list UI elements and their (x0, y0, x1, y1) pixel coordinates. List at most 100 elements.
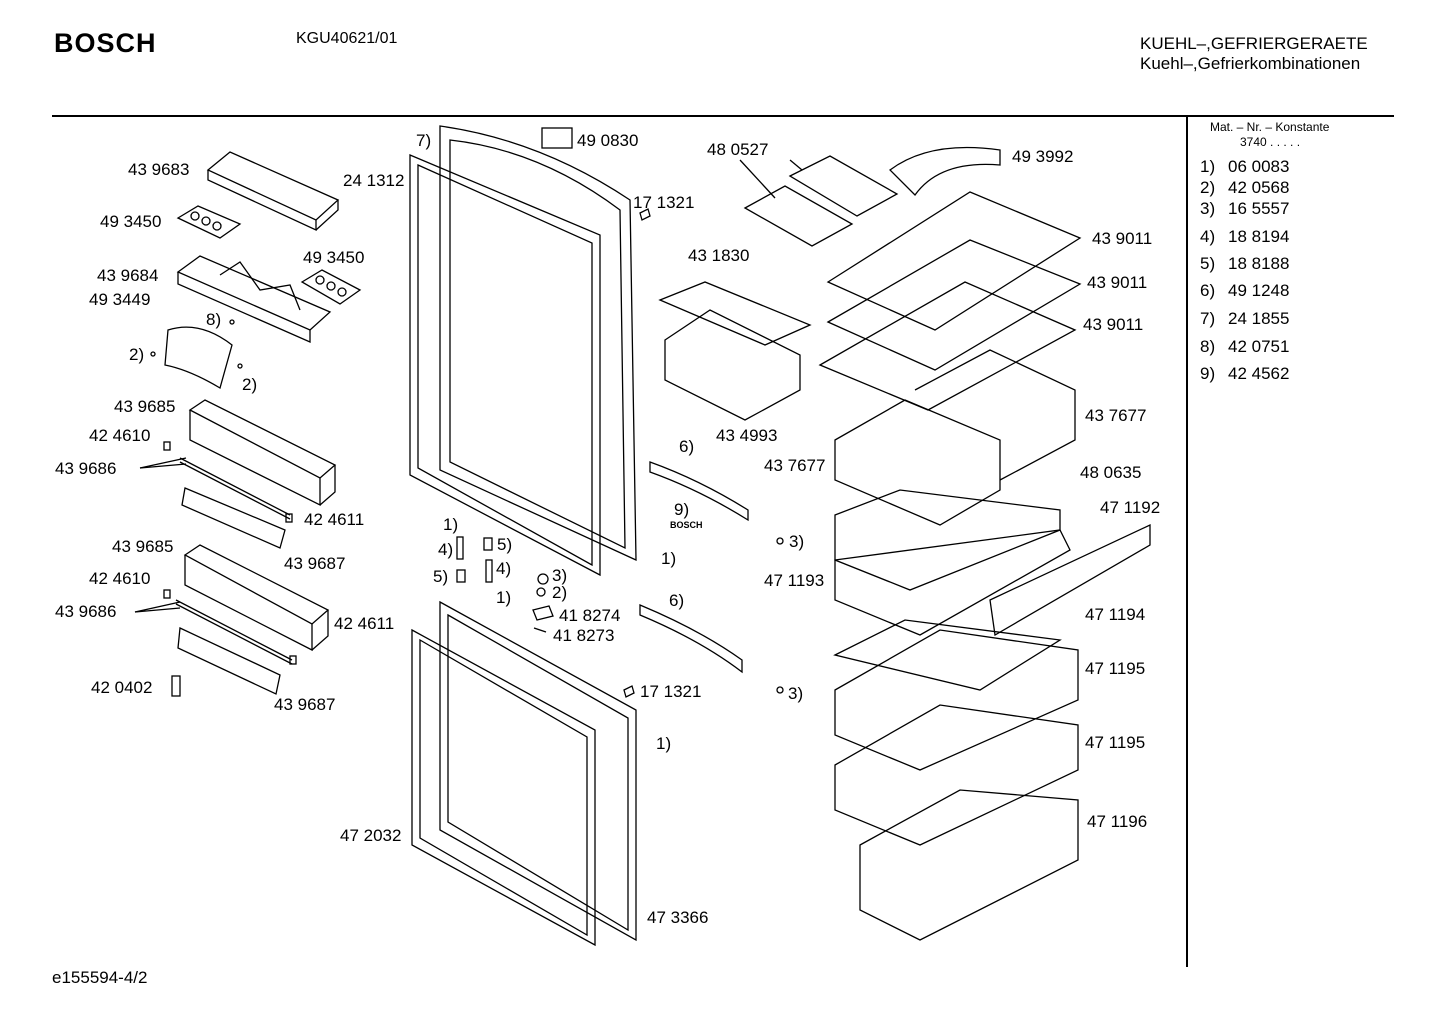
label-171321a: 17 1321 (633, 193, 695, 212)
category-title: KUEHL–,GEFRIERGERAETE (1140, 34, 1368, 53)
basket-471193[interactable] (834, 529, 1071, 636)
tray-471194[interactable] (833, 619, 1062, 691)
label-493449: 49 3449 (89, 290, 151, 309)
constants-value: 3740 . . . . . (1240, 135, 1301, 149)
glass-shelf-439011a[interactable] (826, 191, 1082, 331)
freezer-drawer-471195b[interactable] (834, 704, 1079, 846)
constant-number: 16 5557 (1228, 199, 1290, 218)
label-424610b: 42 4610 (89, 569, 151, 588)
freezer-drawer-471195a[interactable] (834, 629, 1079, 771)
constant-row: 8) 42 0751 (1200, 337, 1289, 357)
constant-number: 24 1855 (1228, 309, 1290, 328)
constant-row: 2) 42 0568 (1200, 178, 1289, 198)
constant-row: 4)18 8194 (1200, 227, 1289, 247)
ref-3a: 3) (552, 566, 568, 585)
fridge-door[interactable] (439, 125, 637, 562)
constant-number: 42 0751 (1228, 337, 1290, 356)
constant-ref: 1) (1200, 157, 1216, 176)
egg-tray-493450b[interactable] (300, 269, 362, 305)
label-473366: 47 3366 (647, 908, 709, 927)
crisper-434993[interactable] (664, 309, 801, 421)
ref-2a: 2) (129, 345, 145, 364)
brand-logo: BOSCH (54, 28, 157, 58)
freezer-drawer-471196[interactable] (859, 789, 1079, 941)
ref-3c: 3) (788, 684, 804, 703)
label-439685b: 43 9685 (112, 537, 174, 556)
label-418273: 41 8273 (553, 626, 615, 645)
trim-439687b[interactable] (177, 627, 281, 695)
door-shelf-439683[interactable] (206, 151, 340, 232)
label-424611b: 42 4611 (334, 614, 395, 633)
door-balcony-439685a[interactable] (188, 399, 337, 507)
label-480635: 48 0635 (1080, 463, 1142, 482)
ice-tray-480527[interactable] (743, 155, 899, 247)
ref-1c: 1) (661, 549, 677, 568)
constant-row: 6)49 1248 (1200, 281, 1289, 301)
label-439687a: 43 9687 (284, 554, 346, 573)
label-471196: 47 1196 (1087, 812, 1148, 831)
egg-tray-493450a[interactable] (176, 205, 242, 239)
label-420402: 42 0402 (91, 678, 153, 697)
part-490830[interactable] (541, 127, 573, 149)
label-471195b: 47 1195 (1085, 733, 1146, 752)
ref-7: 7) (416, 131, 432, 150)
label-424611a: 42 4611 (304, 510, 365, 529)
category-subtitle: Kuehl–,Gefrierkombinationen (1140, 54, 1361, 73)
constant-ref: 8) (1200, 337, 1216, 356)
label-439011a: 43 9011 (1092, 229, 1153, 248)
label-439011b: 43 9011 (1087, 273, 1148, 292)
freezer-door-473366[interactable] (439, 600, 637, 942)
model-number: KGU40621/01 (296, 30, 398, 47)
constant-row: 7) 24 1855 (1200, 309, 1289, 329)
label-493450a: 49 3450 (100, 212, 162, 231)
door-gasket-241312[interactable] (409, 154, 601, 577)
door-balcony-439685b[interactable] (183, 544, 330, 652)
label-431830: 43 1830 (688, 246, 750, 265)
bosch-badge: BOSCH (670, 520, 703, 530)
label-472032: 47 2032 (340, 826, 402, 845)
label-424610a: 42 4610 (89, 426, 151, 445)
cover-471192[interactable] (989, 523, 1151, 637)
label-490830: 49 0830 (577, 131, 639, 150)
label-439686b: 43 9686 (55, 602, 117, 621)
constant-number: 42 0568 (1228, 178, 1290, 197)
label-439011c: 43 9011 (1083, 315, 1144, 334)
label-437677b: 43 7677 (764, 456, 826, 475)
constant-number: 42 4562 (1228, 364, 1290, 383)
label-493992: 49 3992 (1012, 147, 1074, 166)
ice-rack-493992[interactable] (889, 146, 1001, 197)
label-439683: 43 9683 (128, 160, 190, 179)
handle-lower[interactable] (639, 604, 743, 674)
constant-ref: 9) (1200, 364, 1216, 383)
constant-number: 18 8188 (1228, 254, 1290, 273)
label-171321b: 17 1321 (640, 682, 702, 701)
ref-6b: 6) (669, 591, 685, 610)
constant-ref: 2) (1200, 178, 1216, 197)
trim-439687a[interactable] (181, 487, 286, 549)
flap-493449[interactable] (164, 326, 233, 389)
label-439685a: 43 9685 (114, 397, 176, 416)
label-241312: 24 1312 (343, 171, 405, 190)
ref-1a: 1) (443, 515, 459, 534)
ref-5b: 5) (433, 567, 449, 586)
constants-heading: Mat. – Nr. – Konstante (1210, 120, 1330, 134)
door-shelf-439684[interactable] (176, 255, 332, 343)
ref-2b: 2) (242, 375, 258, 394)
part-420402[interactable] (171, 675, 181, 697)
door-gasket-472032[interactable] (411, 628, 596, 947)
label-493450b: 49 3450 (303, 248, 365, 267)
constant-row: 3)16 5557 (1200, 199, 1289, 219)
ref-2c: 2) (552, 583, 568, 602)
label-471195a: 47 1195 (1085, 659, 1146, 678)
drawer-437677[interactable] (834, 349, 1076, 526)
constant-ref: 7) (1200, 309, 1216, 328)
crisper-frame-431830[interactable] (658, 281, 812, 346)
handle-upper[interactable] (649, 461, 749, 522)
constant-ref: 6) (1200, 281, 1216, 300)
constant-number: 06 0083 (1228, 157, 1290, 176)
label-471194: 47 1194 (1085, 605, 1146, 624)
glass-shelf-439011c[interactable] (818, 281, 1077, 411)
glass-shelf-439011b[interactable] (826, 239, 1082, 371)
ref-4a: 4) (438, 540, 454, 559)
